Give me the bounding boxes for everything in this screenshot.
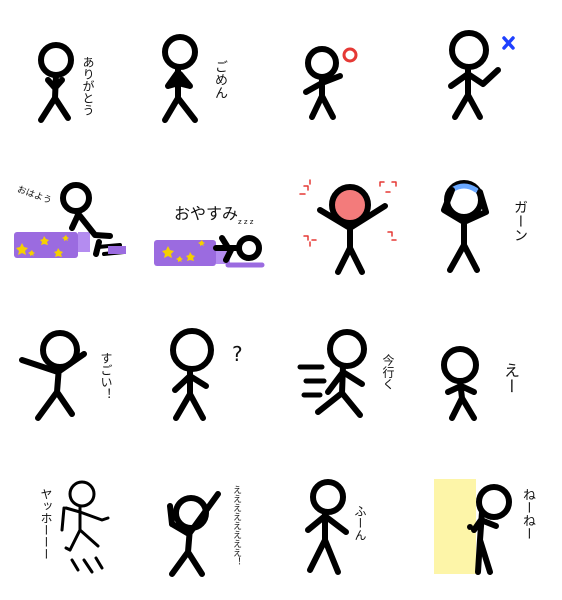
caption-nee: ねーねー [520, 488, 535, 540]
sticker-question[interactable] [170, 328, 214, 421]
stick-figure-head [68, 480, 96, 508]
motion-lines [70, 556, 104, 574]
stick-figure-head [305, 46, 339, 80]
stick-figure-body [19, 351, 87, 421]
sticker-eeee[interactable] [167, 491, 221, 577]
stick-figure-head [170, 328, 214, 372]
caption-eeee: ええええええええ！ [231, 485, 241, 566]
gaan-shade [449, 183, 479, 193]
caption-gaan: ガーン [512, 200, 528, 242]
futon [154, 240, 216, 266]
sticker-fuun[interactable] [305, 479, 349, 575]
caption-oyasumi: おやすみ [174, 204, 239, 223]
sticker-nee[interactable] [434, 479, 512, 575]
stick-figure-body [441, 187, 489, 273]
sticker-arigatou[interactable] [38, 42, 74, 123]
stick-figure-body [303, 73, 343, 120]
caption-ee: えー [501, 362, 520, 394]
sticker-yahoo[interactable] [60, 480, 110, 574]
sticker-gomen[interactable] [162, 34, 198, 123]
stick-figure-body [38, 72, 71, 123]
sticker-oyasumi[interactable] [154, 235, 265, 268]
stick-figure-head [38, 42, 74, 78]
anger-mark-icon [299, 179, 397, 247]
batsu-cross-icon [502, 36, 515, 50]
stick-figure-head [449, 30, 489, 70]
stick-figure-body [69, 208, 113, 257]
sticker-gaan[interactable] [441, 180, 489, 273]
sticker-ee[interactable] [441, 346, 479, 421]
caption-oyasumi-zzz: z z z [238, 218, 254, 226]
stick-figure-head [60, 182, 92, 214]
stick-figure-body [172, 366, 209, 421]
star-icon [16, 235, 69, 257]
caption-imaiku: 今行く [381, 354, 395, 390]
stick-figure-head [441, 346, 479, 384]
caption-yahoo: ヤッホーーー [39, 488, 53, 560]
stick-figure-body [305, 509, 349, 575]
caption-fuun: ふーん [353, 505, 367, 541]
futon [14, 232, 78, 258]
sticker-sugoi[interactable] [19, 330, 87, 421]
caption-arigatou: ありがとう [81, 56, 95, 116]
stick-figure-body [471, 509, 499, 575]
stick-figure-body [315, 363, 365, 418]
stick-figure-body [213, 235, 242, 263]
stick-figure-head [476, 484, 512, 520]
stick-figure-head [310, 479, 346, 515]
caption-sugoi: すごい！ [99, 352, 113, 400]
maru-circle-icon [342, 47, 358, 63]
stick-figure-body [169, 491, 221, 577]
stick-figure-head [327, 329, 367, 369]
sticker-angry[interactable] [299, 179, 397, 275]
sticker-ohayou[interactable] [14, 182, 126, 258]
stick-figure-body [445, 378, 477, 421]
sticker-maru[interactable] [303, 46, 358, 120]
sticker-batsu[interactable] [448, 30, 515, 120]
caption-gomen: ごめん [212, 60, 227, 99]
stick-figure-body [448, 64, 501, 120]
caption-question: ? [232, 342, 243, 366]
stick-figure-body [317, 203, 388, 275]
stick-figure-body [162, 64, 198, 123]
stick-figure-body [64, 504, 110, 552]
sticker-imaiku[interactable] [297, 329, 367, 418]
speed-lines [297, 364, 327, 398]
stick-figure-head [162, 34, 198, 70]
star-icon [162, 240, 205, 262]
